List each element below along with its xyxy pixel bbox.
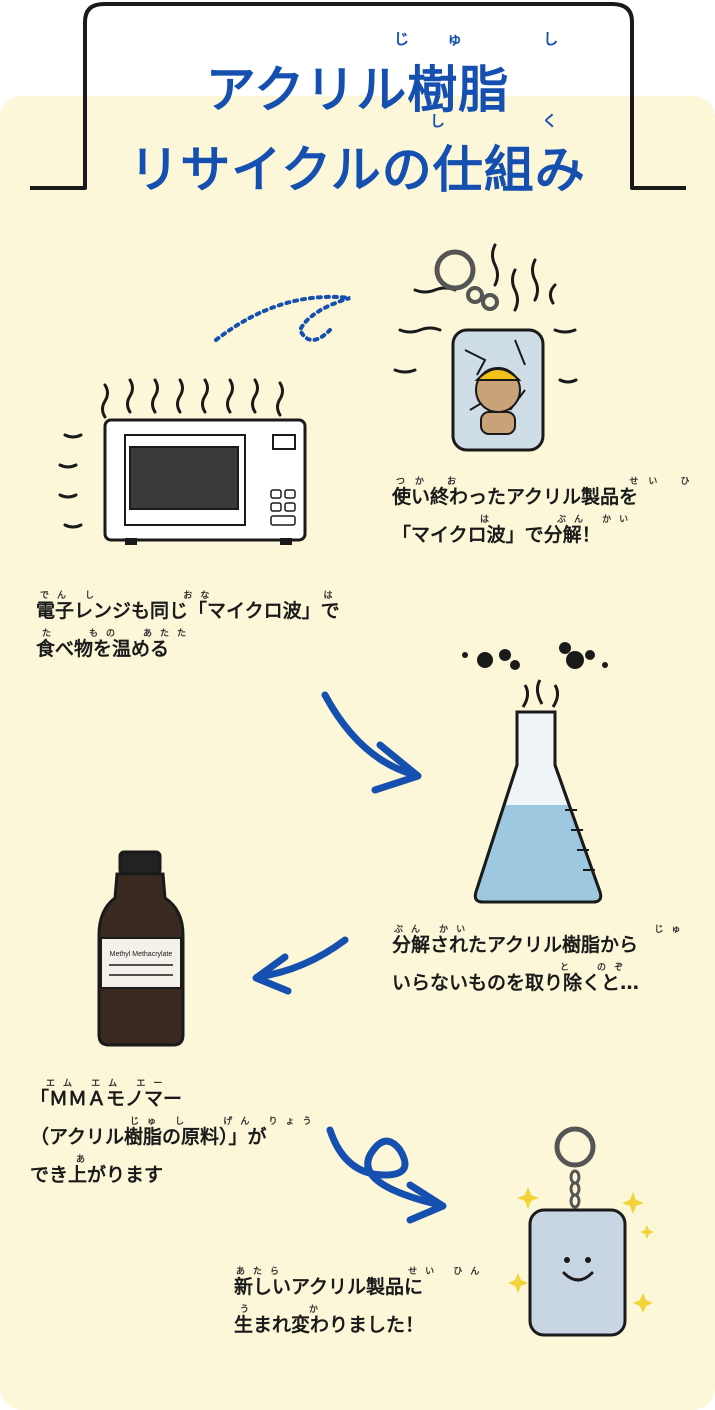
furigana-decompose-2: はぶん かい <box>480 515 637 525</box>
furigana-new-product: あたら せい ひん <box>236 1267 488 1277</box>
caption-decompose: 使い終わったアクリル製品を「マイクロ波」で分解！ <box>392 486 639 546</box>
flask-icon <box>462 642 608 904</box>
flow-arrow-2 <box>252 936 349 995</box>
furigana-monomer-2: じゅ し げん りょう <box>130 1117 320 1127</box>
flow-arrow-1 <box>321 691 422 794</box>
page-title-line1: アクリル樹脂 <box>205 61 510 119</box>
dotted-arrow <box>214 294 351 342</box>
furigana-purify: ぶん かい じゅ し <box>394 925 689 948</box>
title-ruby-1: じゅ し <box>394 30 597 48</box>
furigana-monomer-3: あ <box>76 1155 86 1165</box>
flow-arrow-3 <box>326 1126 447 1224</box>
caption-purify: 分解されたアクリル樹脂からいらないものを取り除くと… <box>392 934 640 994</box>
furigana-monomer: エム エム エー <box>46 1079 171 1089</box>
caption-new-product: 新しいアクリル製品に生まれ変わりました！ <box>234 1276 425 1336</box>
title-frame <box>30 2 686 190</box>
furigana-microwave-2: たものあたた <box>42 629 195 639</box>
page-title-line2: リサイクルの仕組み <box>129 141 586 199</box>
title-ruby-2: し く <box>430 112 604 130</box>
caption-monomer: 「ＭＭＡモノマー（アクリル樹脂の原料）」ができ上がります <box>30 1088 267 1186</box>
furigana-decompose: つか お せい ひん <box>396 477 700 500</box>
bottle-label: Methyl Methacrylate <box>110 951 173 958</box>
furigana-purify-2: とのぞ <box>560 963 632 973</box>
bottle-icon: Methyl Methacrylate <box>97 850 185 1047</box>
furigana-microwave: でん し おな は <box>40 591 341 601</box>
microwave-icon <box>58 378 307 545</box>
caption-microwave: 電子レンジも同じ「マイクロ波」で食べ物を温める <box>36 600 340 660</box>
content-panel <box>0 96 715 1410</box>
broken-keychain-icon <box>393 243 578 452</box>
furigana-new-product-2: うか <box>240 1305 327 1315</box>
new-keychain-icon <box>508 1126 654 1337</box>
